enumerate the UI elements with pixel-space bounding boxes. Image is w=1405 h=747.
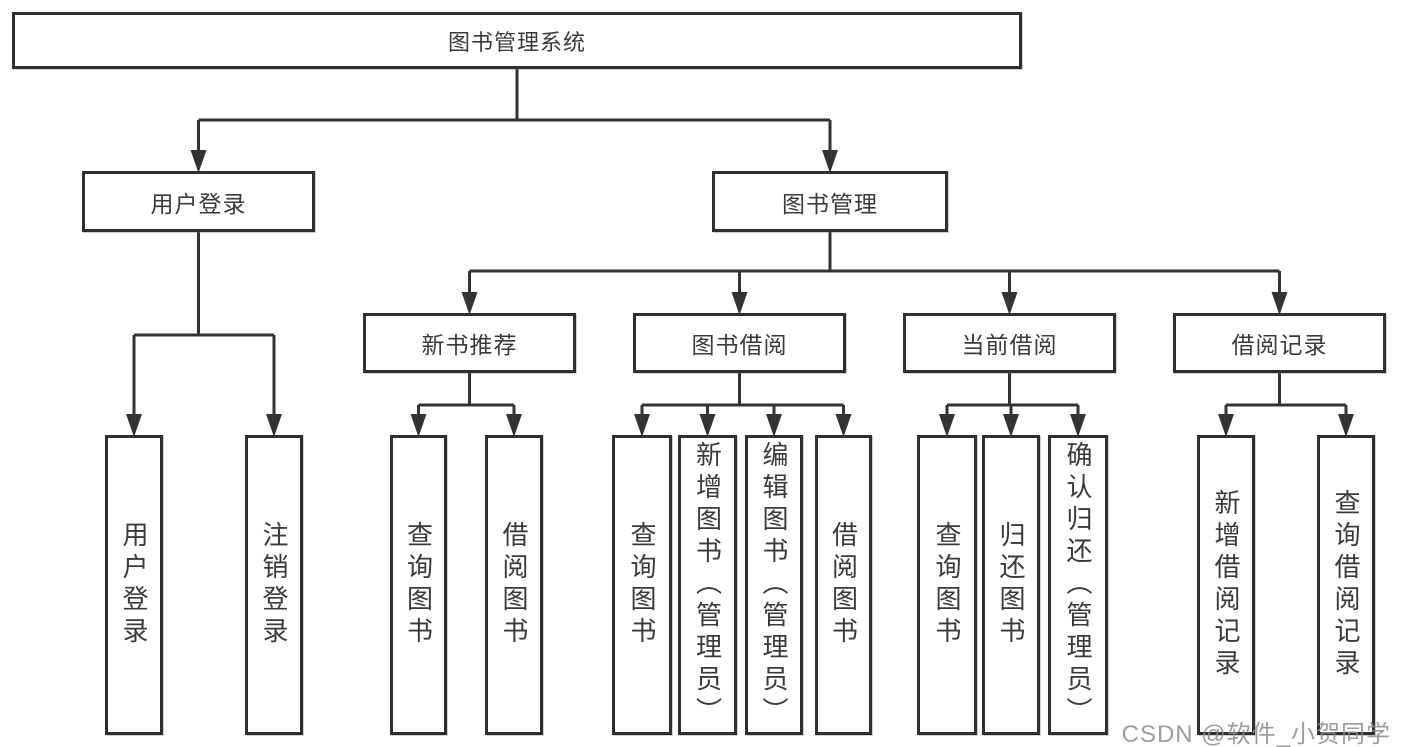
arrowhead-new-book-rec xyxy=(461,292,478,315)
diagram-node-leaf-cb-query: 查询图书 xyxy=(917,435,977,735)
diagram-node-current-borrow: 当前借阅 xyxy=(903,313,1116,373)
arrowhead-leaf-rec-borrow xyxy=(506,414,522,437)
diagram-node-book-borrow: 图书借阅 xyxy=(633,313,846,373)
arrowhead-leaf-br-add xyxy=(1218,414,1234,437)
node-label-book-mgmt: 图书管理 xyxy=(782,190,878,217)
arrowhead-leaf-cb-return xyxy=(1003,414,1019,437)
node-label-leaf-br-query: 查询借阅记录 xyxy=(1331,489,1361,681)
arrowhead-borrow-records xyxy=(1271,292,1288,315)
arrowhead-leaf-br-query xyxy=(1338,414,1354,437)
connector-borrow-records xyxy=(1224,373,1348,417)
diagram-node-leaf-logout: 注销登录 xyxy=(245,435,303,735)
diagram-node-leaf-bb-edit: 编辑图书（管理员） xyxy=(745,435,803,735)
diagram-node-leaf-rec-query: 查询图书 xyxy=(390,435,447,735)
arrowhead-current-borrow xyxy=(1001,292,1018,315)
diagram-node-leaf-bb-query: 查询图书 xyxy=(612,435,672,735)
node-label-borrow-records: 借阅记录 xyxy=(1231,332,1328,358)
node-label-new-book-rec: 新书推荐 xyxy=(421,332,518,358)
arrowhead-leaf-bb-edit xyxy=(766,414,782,437)
diagram-node-leaf-br-query: 查询借阅记录 xyxy=(1317,435,1375,735)
node-label-leaf-bb-borrow: 借阅图书 xyxy=(828,521,859,649)
diagram-node-book-mgmt: 图书管理 xyxy=(712,171,948,232)
connector-user-login xyxy=(132,232,276,417)
diagram-node-leaf-cb-confirm: 确认归还（管理员） xyxy=(1048,435,1108,735)
arrowhead-leaf-rec-query xyxy=(410,414,427,437)
node-label-leaf-bb-edit: 编辑图书（管理员） xyxy=(759,441,789,729)
node-label-leaf-rec-borrow: 借阅图书 xyxy=(499,521,529,649)
diagram-node-leaf-bb-borrow: 借阅图书 xyxy=(815,435,872,735)
node-label-book-borrow: 图书借阅 xyxy=(691,332,788,358)
arrowhead-leaf-cb-confirm xyxy=(1070,414,1086,437)
diagram-node-leaf-cb-return: 归还图书 xyxy=(982,435,1040,735)
node-label-user-login: 用户登录 xyxy=(150,190,247,217)
node-label-leaf-cb-confirm: 确认归还（管理员） xyxy=(1063,441,1093,729)
node-label-leaf-rec-query: 查询图书 xyxy=(403,521,434,649)
arrowhead-book-mgmt xyxy=(822,150,838,173)
arrowhead-leaf-bb-add xyxy=(699,414,716,437)
node-label-leaf-cb-query: 查询图书 xyxy=(932,521,962,649)
diagram-node-borrow-records: 借阅记录 xyxy=(1173,313,1386,373)
diagram-node-leaf-rec-borrow: 借阅图书 xyxy=(485,435,543,735)
arrowhead-leaf-bb-borrow xyxy=(835,414,852,437)
connector-current-borrow xyxy=(945,373,1080,417)
arrowhead-leaf-cb-query xyxy=(939,414,955,437)
node-label-leaf-cb-return: 归还图书 xyxy=(996,521,1026,649)
diagram-node-user-login: 用户登录 xyxy=(82,171,315,232)
arrowhead-user-login xyxy=(190,150,207,173)
node-label-leaf-br-add: 新增借阅记录 xyxy=(1211,489,1241,681)
connector-book-borrow xyxy=(640,373,845,417)
watermark: CSDN @软件_小贺同学 xyxy=(1121,721,1391,747)
connector-new-book-rec xyxy=(417,373,516,417)
arrowhead-leaf-logout xyxy=(266,414,282,437)
node-label-leaf-logout: 注销登录 xyxy=(259,521,289,649)
arrowhead-leaf-bb-query xyxy=(634,414,650,437)
node-label-leaf-bb-add: 新增图书（管理员） xyxy=(692,441,723,729)
node-label-current-borrow: 当前借阅 xyxy=(961,332,1058,358)
connector-root xyxy=(197,69,832,153)
diagram-node-leaf-user-login: 用户登录 xyxy=(105,435,163,735)
node-label-leaf-bb-query: 查询图书 xyxy=(627,521,657,649)
arrowhead-book-borrow xyxy=(731,292,748,315)
diagram-node-new-book-rec: 新书推荐 xyxy=(363,313,576,373)
arrowhead-leaf-user-login xyxy=(126,414,142,437)
diagram-node-leaf-bb-add: 新增图书（管理员） xyxy=(678,435,737,735)
connector-book-mgmt xyxy=(468,232,1281,295)
node-label-root: 图书管理系统 xyxy=(447,29,586,55)
diagram-node-leaf-br-add: 新增借阅记录 xyxy=(1197,435,1255,735)
diagram-node-root: 图书管理系统 xyxy=(12,12,1022,69)
node-label-leaf-user-login: 用户登录 xyxy=(119,521,149,649)
